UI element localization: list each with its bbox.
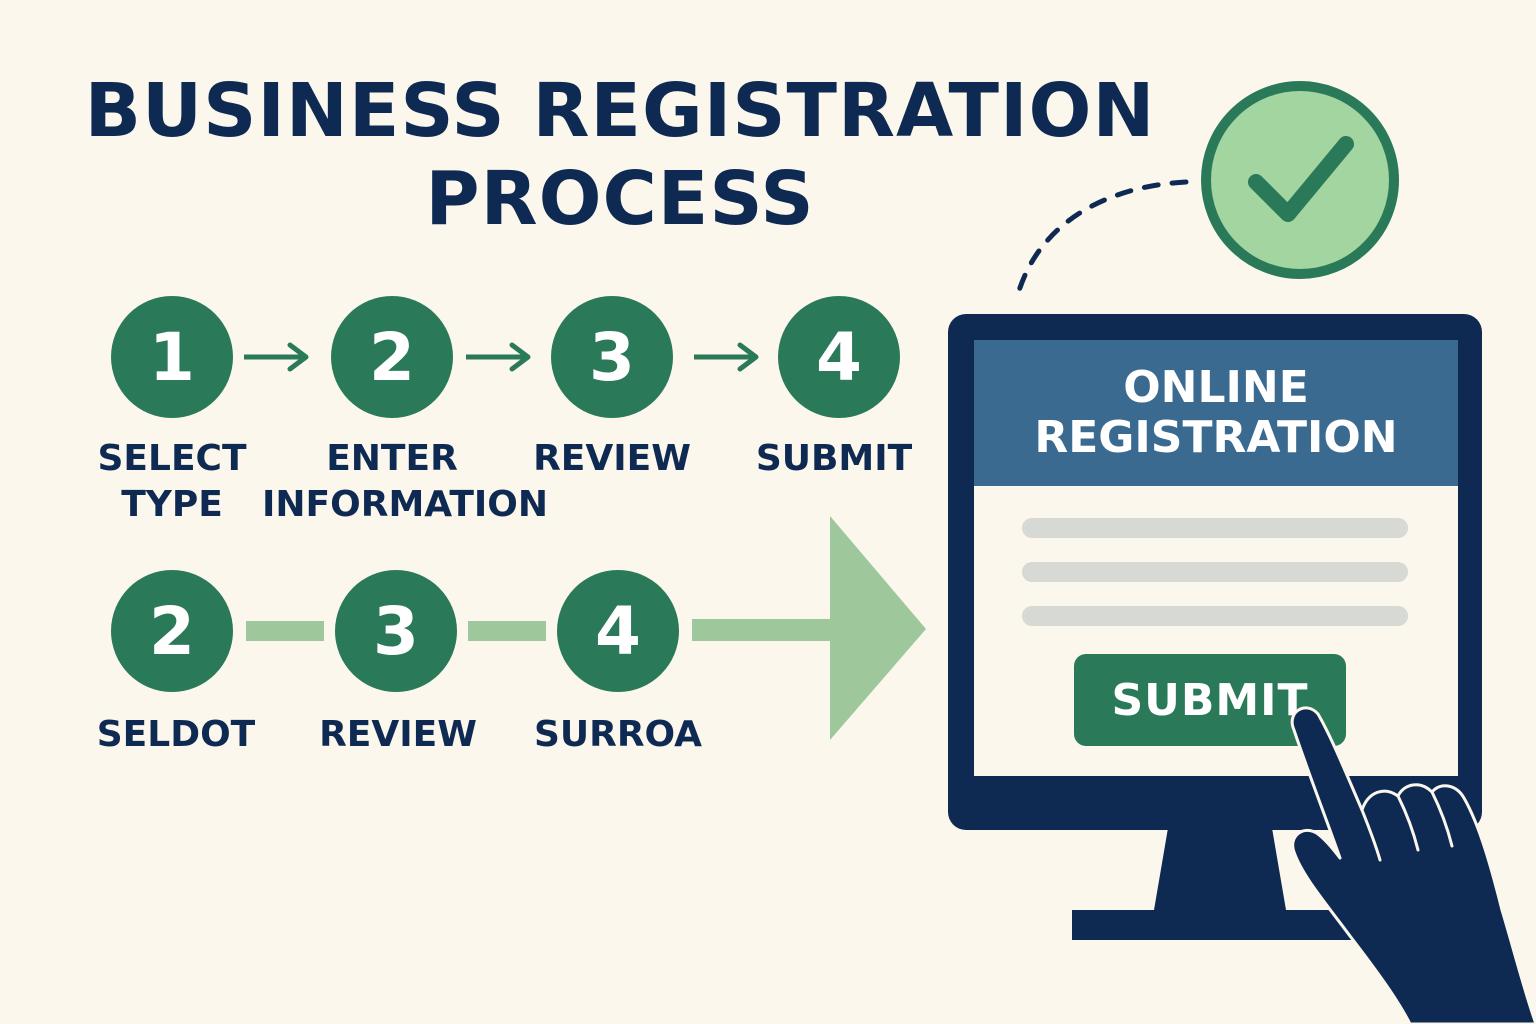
connector-bar	[468, 621, 546, 641]
bottom-step-1-circle: 2	[111, 570, 233, 692]
top-step-4-circle: 4	[778, 296, 900, 418]
top-step-3-circle: 3	[551, 296, 673, 418]
label-line: SUBMIT	[755, 438, 913, 479]
bottom-step-2-circle: 3	[335, 570, 457, 692]
arrow-right-icon	[694, 342, 759, 372]
label-line: SELECT	[97, 438, 247, 479]
page-title-line1: BUSINESS REGISTRATION	[84, 68, 1156, 154]
top-step-2-circle: 2	[331, 296, 453, 418]
bottom-step-3-circle: 4	[557, 570, 679, 692]
arrow-right-icon	[466, 342, 531, 372]
dashed-connector	[1015, 179, 1189, 297]
label-line: TYPE	[121, 484, 223, 525]
screen-header-line1: ONLINE	[1123, 362, 1309, 413]
label-line: ENTER	[326, 438, 458, 479]
top-step-2-label: ENTER INFORMATION	[262, 436, 549, 528]
label-line: INFORMATION	[262, 484, 549, 525]
form-field-1[interactable]	[1022, 518, 1408, 538]
page-title-line2: PROCESS	[425, 156, 815, 242]
screen-header-line2: REGISTRATION	[1034, 412, 1398, 463]
connector-bar	[246, 621, 324, 641]
pointing-hand-icon	[1290, 706, 1536, 1024]
big-arrow-icon	[692, 516, 926, 740]
bottom-step-3-label: SURROA	[533, 714, 703, 755]
arrow-right-icon	[244, 342, 309, 372]
label-line: REVIEW	[533, 438, 691, 479]
check-icon	[1201, 81, 1399, 279]
screen-header: ONLINE REGISTRATION	[974, 340, 1458, 486]
top-step-4-label: SUBMIT	[734, 436, 934, 482]
top-step-3-label: REVIEW	[512, 436, 712, 482]
top-step-1-label: SELECT TYPE	[72, 436, 272, 528]
monitor-stand	[1072, 828, 1368, 940]
top-step-1-circle: 1	[111, 296, 233, 418]
bottom-step-1-label: SELDOT	[96, 714, 256, 755]
form-field-2[interactable]	[1022, 562, 1408, 582]
form-field-3[interactable]	[1022, 606, 1408, 626]
bottom-step-2-label: REVIEW	[319, 714, 477, 755]
